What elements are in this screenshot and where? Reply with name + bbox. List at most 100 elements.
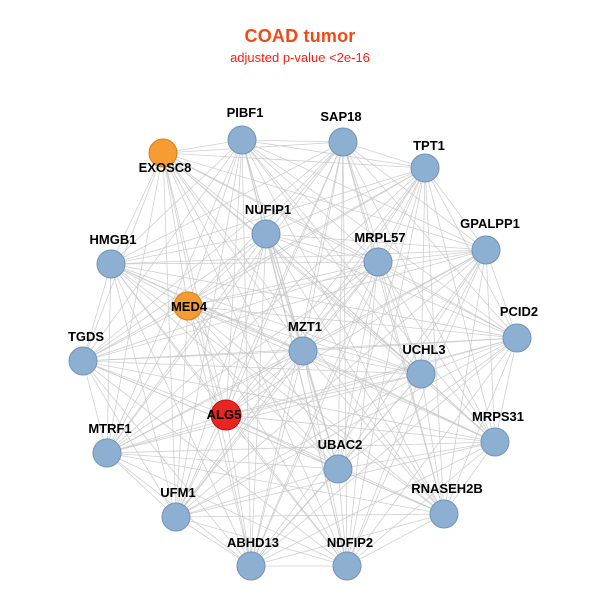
edge [175,305,189,518]
node-ufm1 [161,502,191,532]
edge [110,261,379,265]
edge [342,141,496,443]
edge [265,167,426,235]
edge [302,350,422,375]
edge [110,263,518,339]
edge [265,233,379,263]
edge [377,261,422,375]
node-label-mzt1: MZT1 [288,319,322,334]
edge [377,167,426,263]
edge [346,373,422,567]
edge [187,139,243,307]
node-sap18 [328,127,358,157]
node-rnaseh2b [429,499,459,529]
edge [225,414,252,567]
node-label-med4: MED4 [171,299,208,314]
edge [443,441,496,515]
node-label-ufm1: UFM1 [160,485,195,500]
node-label-mtrf1: MTRF1 [88,421,131,436]
edge [175,350,304,518]
edge [342,141,518,339]
plot-subtitle: adjusted p-value <2e-16 [230,50,370,65]
edge [110,263,422,375]
edge [162,152,487,251]
edge [106,452,348,567]
edge [377,261,496,443]
node-label-exosc8: EXOSC8 [139,160,192,175]
node-pibf1 [227,125,257,155]
edge [82,263,112,362]
edge [420,373,496,443]
edge [225,373,422,416]
edge [241,139,344,143]
edge [175,414,227,518]
node-label-tgds: TGDS [68,329,104,344]
edge [265,233,348,567]
edge [162,152,189,307]
edge [187,305,518,339]
edge [250,261,379,567]
edge [187,305,496,443]
edge [225,350,304,416]
edge [337,261,379,470]
edge [302,249,487,352]
edge [187,305,339,470]
edge [106,139,243,454]
edge [187,305,348,567]
edge [175,337,518,518]
edge [82,360,108,454]
edge [494,337,518,443]
node-label-ndfip2: NDFIP2 [327,535,373,550]
node-label-mrps31: MRPS31 [472,409,524,424]
edge [302,141,344,352]
edge [82,167,426,362]
node-exosc8 [148,138,178,168]
edge [337,468,348,567]
edge [342,141,487,251]
edge [82,350,304,362]
edge [82,233,267,362]
edge [162,152,379,263]
node-abhd13 [236,551,266,581]
edge [110,249,487,265]
edge [225,233,267,416]
edge [106,441,496,454]
edge [337,167,426,470]
edge [175,516,252,567]
edge [110,263,339,470]
node-label-mrpl57: MRPL57 [354,230,405,245]
edge [250,249,487,567]
edge [346,261,379,567]
edge [187,261,379,307]
edge [106,152,164,454]
node-label-gpalpp1: GPALPP1 [460,216,520,231]
node-label-tpt1: TPT1 [413,138,445,153]
node-uchl3 [406,359,436,389]
node-label-pibf1: PIBF1 [227,105,264,120]
node-tpt1 [410,153,440,183]
edge [485,249,518,339]
node-nufip1 [251,219,281,249]
edge [225,414,496,443]
edge [110,139,243,265]
nodes-layer [68,125,532,581]
edge [110,263,227,416]
node-label-abhd13: ABHD13 [227,535,279,550]
node-mrps31 [480,427,510,457]
edge [82,360,348,567]
edge [106,452,177,518]
edge [175,513,445,518]
edge [337,337,518,470]
edge [187,249,487,307]
edge [241,139,518,339]
edge [241,139,496,443]
edge [82,360,177,518]
edge [162,152,339,470]
node-mtrf1 [92,438,122,468]
edge [225,141,344,416]
edge [250,233,267,567]
node-mzt1 [288,336,318,366]
